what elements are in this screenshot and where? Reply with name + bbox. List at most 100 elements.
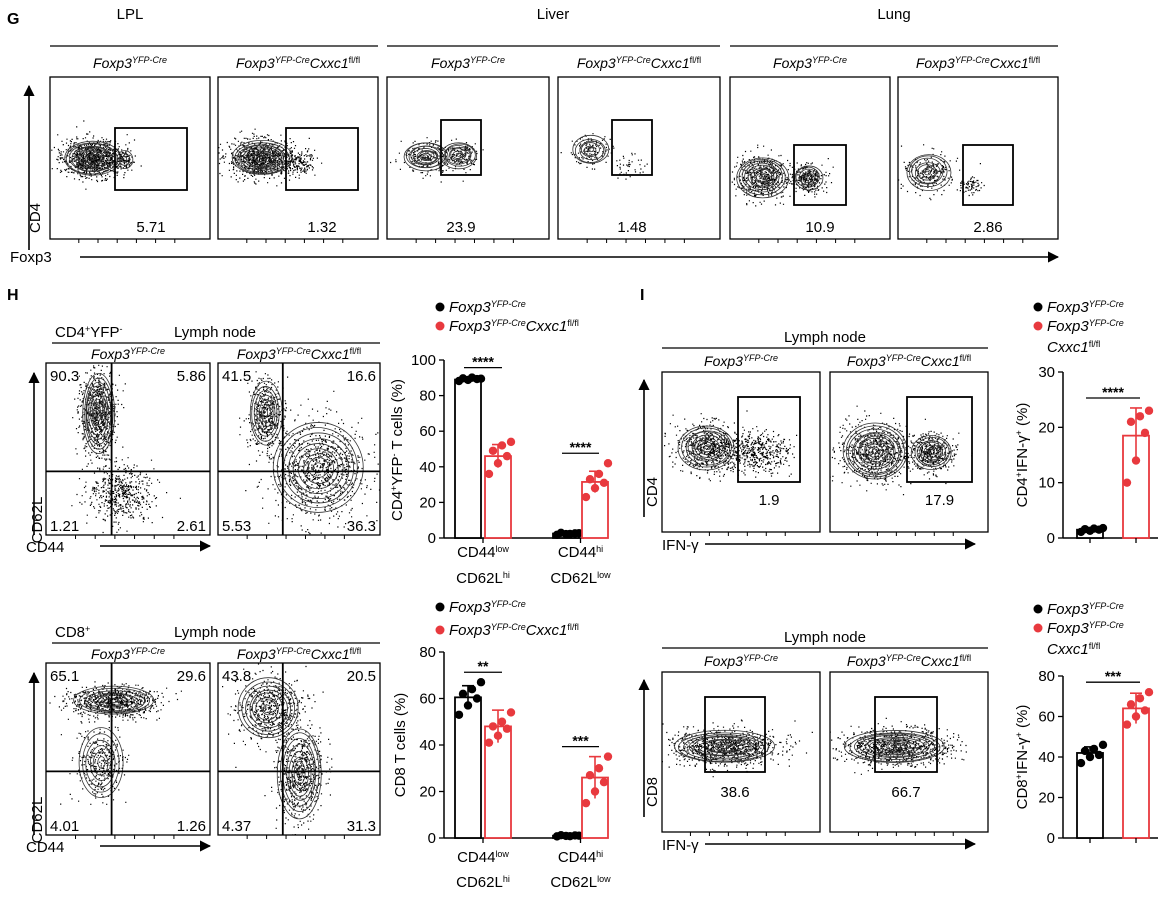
y-axis-label: CD4+YFP- T cells (%) xyxy=(389,379,406,521)
data-point xyxy=(476,374,486,383)
contour-ring xyxy=(292,443,344,494)
y-axis-label: CD8 T cells (%) xyxy=(392,693,409,797)
y-axis-label: CD8+IFN-γ+ (%) xyxy=(1014,705,1031,810)
contour-ring xyxy=(82,733,120,793)
data-point xyxy=(1126,417,1136,426)
contour-ring xyxy=(288,750,312,797)
legend-label: Foxp3YFP-Cre xyxy=(1047,299,1124,316)
plot-frame xyxy=(45,362,211,536)
quadrant-ul: 90.3 xyxy=(50,368,79,385)
data-point xyxy=(556,831,566,840)
gate-value: 66.7 xyxy=(891,784,920,801)
y-axis-label: CD4+IFN-γ+ (%) xyxy=(1014,403,1031,508)
contour-ring xyxy=(86,385,109,440)
contour-ring xyxy=(234,142,290,175)
flow-plot xyxy=(829,371,989,536)
data-point xyxy=(472,694,482,703)
contour-ring xyxy=(704,444,712,450)
plot-frame xyxy=(729,76,891,240)
data-point xyxy=(1131,456,1141,465)
contour-ring xyxy=(93,693,135,709)
contour-ring xyxy=(579,140,605,161)
contour-ring xyxy=(587,146,595,153)
y-tick-label: 100 xyxy=(411,352,436,369)
data-point xyxy=(488,722,498,731)
flow-plot xyxy=(45,362,211,539)
genotype-label-ko: Foxp3YFP-CreCxxc1fl/fl xyxy=(916,55,1040,71)
genotype-label-ctrl: Foxp3YFP-Cre xyxy=(91,646,165,662)
contour-ring xyxy=(73,685,155,715)
y-tick-label: 40 xyxy=(419,459,436,476)
legend-label: Foxp3YFP-Cre xyxy=(449,599,526,616)
legend-marker xyxy=(1033,321,1043,331)
contour-ring xyxy=(308,457,329,478)
contour-ring xyxy=(868,738,920,756)
tissue-header: Lymph node xyxy=(784,329,866,346)
legend-label: Foxp3YFP-CreCxxc1fl/fl xyxy=(449,622,579,639)
contour-ring xyxy=(572,134,610,164)
contour-ring xyxy=(245,148,280,168)
contour-ring xyxy=(253,152,272,163)
data-point xyxy=(581,492,591,502)
dot-cloud xyxy=(898,430,973,485)
contour-ring xyxy=(863,441,888,463)
y-axis-label: CD62L xyxy=(29,497,46,544)
contour-ring xyxy=(104,697,125,706)
contour-ring xyxy=(694,437,721,458)
data-point xyxy=(581,798,591,808)
contour-ring xyxy=(864,736,926,757)
data-point xyxy=(574,831,584,840)
contour-ring xyxy=(691,434,724,460)
contour-ring xyxy=(688,735,760,759)
y-tick-label: 60 xyxy=(1038,709,1055,726)
y-axis-label: CD4 xyxy=(27,203,44,233)
contour-ring xyxy=(922,167,936,179)
tissue-header-2: Lung xyxy=(877,6,910,23)
contour-ring xyxy=(924,169,932,176)
data-point xyxy=(1094,750,1104,760)
contour-ring xyxy=(919,441,944,462)
contour-ring xyxy=(261,699,277,716)
data-point xyxy=(506,437,516,447)
contour-ring xyxy=(700,441,714,453)
contour-ring xyxy=(272,422,364,513)
data-point xyxy=(1135,694,1145,703)
contour-ring xyxy=(120,155,128,163)
contour-ring xyxy=(848,428,902,476)
contour-ring xyxy=(88,390,107,436)
contour-ring xyxy=(449,146,471,163)
contour-ring xyxy=(85,739,116,788)
contour-ring xyxy=(849,732,941,763)
y-tick-label: 0 xyxy=(428,530,436,547)
data-point xyxy=(1080,746,1090,756)
contour-ring xyxy=(802,174,813,184)
gate-box xyxy=(962,144,1014,206)
data-point xyxy=(1140,706,1150,715)
data-point xyxy=(594,764,604,773)
contour-ring xyxy=(79,687,150,714)
panel-letter-g: G xyxy=(7,11,19,28)
quadrant-ur: 16.6 xyxy=(347,368,376,385)
y-axis-label: CD62L xyxy=(29,797,46,844)
tissue-header-1: Liver xyxy=(537,6,570,23)
contour-ring xyxy=(685,430,731,466)
contour-ring xyxy=(926,447,939,458)
contour-ring xyxy=(795,166,820,188)
data-point xyxy=(458,689,468,699)
quadrant-ll: 1.21 xyxy=(50,518,79,535)
contour-ring xyxy=(858,435,894,468)
dot-cloud xyxy=(616,152,648,180)
contour-ring xyxy=(719,744,730,749)
contour-ring xyxy=(744,162,780,191)
contour-ring xyxy=(450,148,467,161)
category-label: CD62Lhi xyxy=(456,570,510,587)
contour-ring xyxy=(755,172,769,183)
quadrant-lr: 1.26 xyxy=(177,818,206,835)
gate-value: 23.9 xyxy=(446,219,475,236)
panel-letter-h: H xyxy=(7,287,19,304)
contour-ring xyxy=(678,732,769,763)
tissue-header: Lymph node xyxy=(174,624,256,641)
category-label: CD44low xyxy=(457,544,509,561)
legend-label: Cxxc1fl/fl xyxy=(1047,641,1100,658)
